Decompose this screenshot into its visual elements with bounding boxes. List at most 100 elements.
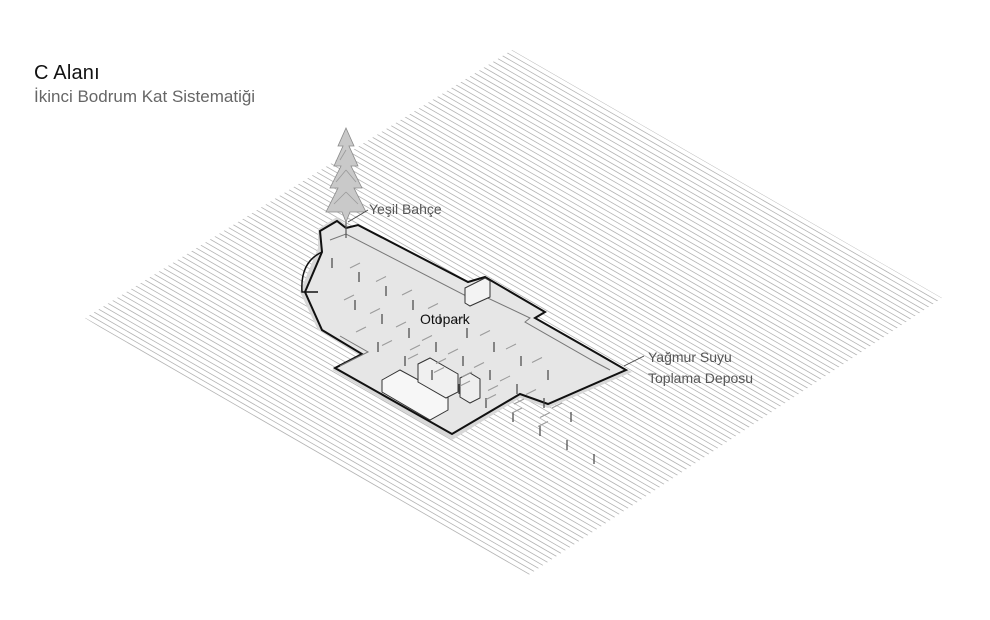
parking-stripe <box>433 367 445 373</box>
parking-label: Otopark <box>420 311 470 327</box>
hatch-line <box>327 116 839 412</box>
parking-stripe <box>539 412 551 418</box>
parking-stripe <box>531 357 543 363</box>
parking-stripe <box>473 362 485 368</box>
hatch-line <box>397 73 908 368</box>
hatch-line <box>346 105 857 401</box>
hatch-line <box>309 128 820 424</box>
garden-label: Yeşil Bahçe <box>369 201 442 217</box>
hatch-line <box>355 99 867 395</box>
hatch-line <box>95 262 607 558</box>
hatch-line <box>105 256 616 552</box>
tree-icon <box>325 127 367 238</box>
hatch-line <box>85 291 560 586</box>
parking-stripe <box>459 380 471 387</box>
parking-stripe <box>551 402 563 409</box>
rain-tank-label-line2: Toplama Deposu <box>648 370 754 386</box>
parking-stripe <box>453 316 465 323</box>
hatch-line <box>114 250 625 546</box>
parking-stripe <box>505 343 517 350</box>
hatch-line <box>85 288 565 584</box>
parking-stripe <box>349 262 361 269</box>
parking-stripe <box>435 358 447 364</box>
inner-floor-edge <box>329 233 611 371</box>
hatch-line <box>369 90 881 386</box>
hatch-line <box>453 50 942 334</box>
hatch-line <box>379 84 890 380</box>
parking-stripe <box>447 348 459 355</box>
parking-stripe <box>421 335 433 341</box>
hatch-line <box>85 282 574 578</box>
hatch-line <box>416 61 927 357</box>
parking-stripe <box>409 344 421 351</box>
hatch-line <box>332 114 843 409</box>
hatch-line <box>85 285 570 581</box>
hatch-line <box>462 50 942 328</box>
hatch-line <box>119 248 630 543</box>
hatch-line <box>360 96 871 392</box>
hatch-line <box>323 119 834 415</box>
hatch-line <box>430 52 941 348</box>
parking-stripe <box>461 371 473 378</box>
parking-stripe <box>499 375 511 382</box>
parking-stripe <box>537 421 549 427</box>
hatch-line <box>318 122 829 418</box>
hatch-line <box>388 79 899 374</box>
hatch-line <box>281 146 792 441</box>
parking-stripes <box>343 262 563 427</box>
hatch-line <box>383 81 894 377</box>
hatch-line <box>85 294 556 586</box>
hatch-line <box>85 280 579 575</box>
parking-stripe <box>401 289 413 296</box>
parking-stripe <box>375 276 387 282</box>
tank-leader <box>623 355 645 367</box>
hatch-line <box>467 50 942 325</box>
hatch-line <box>351 102 862 398</box>
hatch-line <box>304 131 816 427</box>
parking-stripe <box>407 353 419 360</box>
hatch-line <box>290 140 802 435</box>
hatch-line <box>420 58 932 354</box>
parking-stripe <box>381 340 393 346</box>
hatch-line <box>439 50 942 342</box>
hatch-line <box>286 143 797 438</box>
rain-tank-label-line1: Yağmur Suyu <box>648 349 732 365</box>
hatch-line <box>392 76 904 371</box>
basement-footprint <box>300 217 632 464</box>
parking-stripe <box>511 407 523 414</box>
hatch-line <box>471 50 942 322</box>
parking-stripe <box>485 394 497 400</box>
hatch-line <box>337 111 848 406</box>
parking-stripe <box>513 398 525 405</box>
parking-stripe <box>369 308 381 314</box>
hatch-line <box>295 137 806 433</box>
hatch-line <box>314 125 825 421</box>
hatch-line <box>100 259 611 555</box>
hatch-line <box>411 64 922 360</box>
curved-ramp <box>301 251 323 293</box>
footprint-floor <box>303 219 629 436</box>
hatch-line <box>109 253 621 549</box>
hatch-line <box>457 50 942 331</box>
hatch-line <box>434 50 942 345</box>
parking-stripe <box>487 385 499 391</box>
hatch-line <box>448 50 942 336</box>
parking-stripe <box>479 330 491 336</box>
hatch-line <box>374 87 885 383</box>
hatch-line <box>85 271 593 567</box>
page-subtitle: İkinci Bodrum Kat Sistematiği <box>34 87 256 106</box>
mechanical-block <box>464 277 491 307</box>
hatch-line <box>402 70 913 366</box>
core-block <box>381 369 449 421</box>
hatch-line <box>406 67 918 363</box>
parking-stripe <box>355 326 367 333</box>
column-grid <box>331 258 595 464</box>
shaft-block <box>459 372 481 404</box>
hatch-line <box>365 93 876 389</box>
hatch-line <box>86 268 597 564</box>
parking-stripe <box>525 389 537 395</box>
hatch-line <box>425 55 936 351</box>
hatch-line <box>444 50 942 339</box>
